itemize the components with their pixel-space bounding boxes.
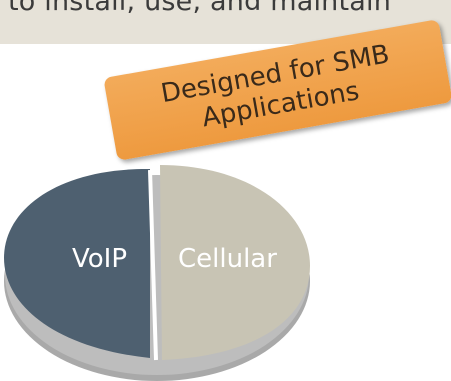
banner-text: to install, use, and maintain <box>8 0 392 17</box>
segment-label-cellular: Cellular <box>178 244 277 274</box>
top-banner: to install, use, and maintain <box>0 0 451 44</box>
pie-divider <box>148 169 158 361</box>
pie-segment-voip <box>4 168 150 358</box>
pie-segment-cellular <box>160 165 310 360</box>
segment-label-voip: VoIP <box>72 244 128 274</box>
